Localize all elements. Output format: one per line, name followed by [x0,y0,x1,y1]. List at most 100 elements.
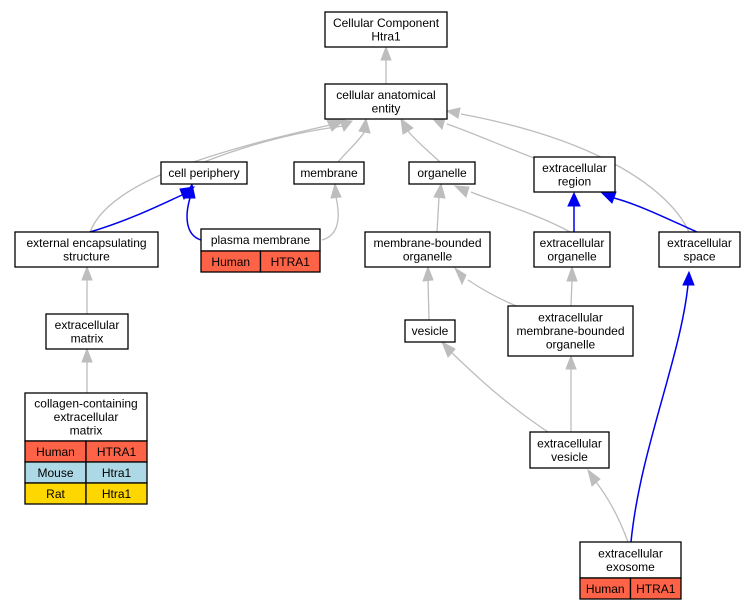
edge-line [321,196,339,241]
is-a-edge [445,107,690,233]
go-term-collagen-ecm[interactable]: collagen-containingextracellularmatrixHu… [24,392,148,505]
gene-label: HTRA1 [271,255,311,269]
annotation-row: Mouse Htra1 [24,461,148,484]
term-box [45,313,129,350]
arrowhead-icon [565,354,577,370]
is-a-edge [565,354,577,432]
term-box [529,431,610,469]
annotation-row: Human HTRA1 [579,577,682,600]
is-a-edge [587,468,629,543]
go-term-organelle[interactable]: organelle [408,161,476,185]
gene-label: HTRA1 [97,445,137,459]
term-label-line: structure [63,249,110,263]
is-a-edge [433,182,446,233]
edge-line [595,481,629,543]
term-label-line: vesicle [412,324,449,338]
term-box [533,231,611,268]
term-label-line: extracellular [542,161,607,175]
species-label: Human [586,582,625,596]
gene-cell [259,250,321,273]
term-label-line: Cellular Component [333,16,440,30]
is-a-edge [81,265,93,314]
arrowhead-icon [445,107,461,119]
gene-label: Htra1 [102,487,132,501]
edge-line [407,130,441,163]
arrowhead-icon [587,468,601,487]
is-a-edge [453,266,525,310]
gene-cell [85,482,148,505]
arrowhead-icon [433,182,446,199]
term-label-line: extracellular [55,318,120,332]
species-label: Human [36,445,75,459]
term-box [324,83,448,120]
is-a-edge [566,265,578,307]
term-box [293,161,365,185]
is-a-edge [337,117,371,163]
arrowhead-icon [400,117,414,135]
species-label: Mouse [37,466,73,480]
part-of-edge [567,191,581,232]
term-label-line: cell periphery [168,166,239,180]
term-label-line: Htra1 [371,29,401,43]
edge-line [203,125,345,163]
go-term-vesicle[interactable]: vesicle [404,319,456,343]
arrowhead-icon [183,182,196,199]
gene-cell [629,577,682,600]
edge-line [450,351,549,433]
edge-line [427,279,430,321]
is-a-edge [431,117,535,159]
term-label-line: extracellular [54,410,119,424]
term-box [24,392,148,442]
arrowhead-icon [441,340,456,358]
species-label: Rat [46,487,65,501]
annotation-row: Human HTRA1 [200,250,321,273]
term-label-line: vesicle [551,450,588,464]
edge-line [570,279,573,307]
edge-line [337,130,366,163]
go-term-cell-periphery[interactable]: cell periphery [160,161,248,185]
edge-line [613,197,698,233]
edge-line [630,284,689,543]
term-label-line: collagen-containing [34,397,137,411]
arrowhead-icon [453,266,467,286]
term-label-line: cellular anatomical [336,88,435,102]
arrowhead-icon [453,185,470,198]
term-label-line: organelle [417,166,467,180]
term-label-line: organelle [403,249,453,263]
is-a-edge [453,185,571,233]
arrowhead-icon [422,265,434,282]
term-label-line: extracellular [598,546,663,560]
edge-line [460,113,690,233]
gene-label: HTRA1 [636,582,676,596]
go-term-membrane[interactable]: membrane [293,161,365,185]
species-label: Human [211,255,250,269]
arrowhead-icon [567,191,581,207]
term-label-line: extracellular [537,436,602,450]
edge-line [470,191,571,233]
gene-label: Htra1 [102,466,132,480]
part-of-edge [183,182,202,241]
term-box [579,541,682,579]
term-box [533,156,616,193]
term-label-line: organelle [546,338,596,352]
arrowhead-icon [599,191,617,204]
term-box [507,305,634,357]
edge-line [446,123,535,159]
term-box [658,231,741,268]
is-a-edge [81,347,93,393]
arrowhead-icon [431,117,446,131]
is-a-edge [400,117,441,163]
